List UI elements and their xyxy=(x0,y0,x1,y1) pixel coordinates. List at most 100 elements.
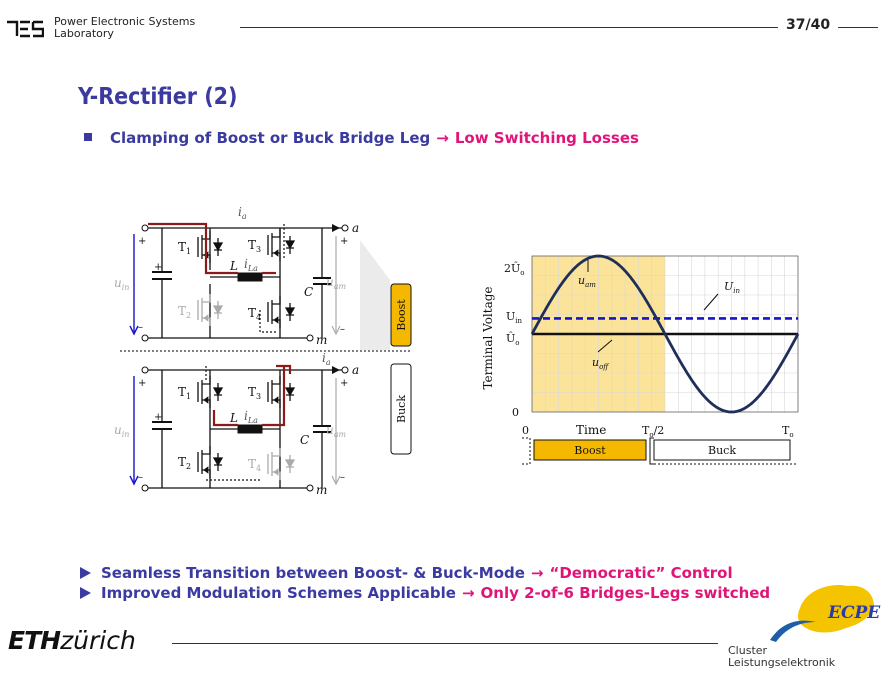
header-rule xyxy=(240,27,778,28)
svg-text:Buck: Buck xyxy=(395,395,408,423)
xtick-end: To xyxy=(782,424,794,439)
lab-name: Power Electronic Systems Laboratory xyxy=(54,16,195,40)
label-uin: Uin xyxy=(724,280,741,295)
bullet-clamping-result: Low Switching Losses xyxy=(454,129,639,147)
svg-text:T3: T3 xyxy=(248,385,261,401)
svg-text:iLa: iLa xyxy=(244,409,258,425)
svg-text:C: C xyxy=(304,285,313,299)
ytick-zero: 0 xyxy=(512,406,519,419)
svg-text:–: – xyxy=(138,472,143,483)
zoom-wedge xyxy=(360,240,390,350)
arrow-right-icon: → xyxy=(530,564,544,582)
svg-text:–: – xyxy=(138,322,143,333)
ytick-uo: Ûo xyxy=(506,331,520,347)
svg-text:+: + xyxy=(138,378,146,389)
svg-text:uam: uam xyxy=(326,275,347,291)
ytick-uin: Uin xyxy=(506,310,523,325)
arrow-right-icon: → xyxy=(461,584,475,602)
svg-text:–: – xyxy=(340,324,345,335)
lab-name-line1: Power Electronic Systems xyxy=(54,15,196,28)
boost-bar xyxy=(533,439,647,461)
svg-text:iLa: iLa xyxy=(244,257,258,273)
triangle-bullet-icon xyxy=(80,567,91,579)
cluster-line2: Leistungselektronik xyxy=(728,656,836,669)
page-number: 37/40 xyxy=(786,17,831,33)
bullet-clamping-text: Clamping of Boost or Buck Bridge Leg xyxy=(110,129,431,147)
circuit-top xyxy=(129,222,349,342)
bullet-seamless: Seamless Transition between Boost- & Buc… xyxy=(80,563,770,583)
svg-text:+: + xyxy=(340,378,348,389)
svg-text:L: L xyxy=(229,411,238,425)
y-axis-label: Terminal Voltage xyxy=(481,286,495,389)
svg-text:ia: ia xyxy=(238,205,247,221)
eth-logo-rest: zürich xyxy=(60,626,136,655)
arrow-right-icon: → xyxy=(436,129,449,147)
label-uoff: uoff xyxy=(592,356,609,371)
svg-text:+: + xyxy=(340,236,348,247)
svg-text:T2: T2 xyxy=(178,304,191,320)
cluster-line1: Cluster xyxy=(728,644,768,657)
mode-bar: Boost Buck xyxy=(522,437,796,465)
svg-text:Boost: Boost xyxy=(395,299,408,331)
buck-bar-label: Buck xyxy=(708,444,736,457)
cluster-swoosh-icon xyxy=(770,620,816,642)
svg-text:m: m xyxy=(316,333,327,347)
bullet-modulation-text: Improved Modulation Schemes Applicable xyxy=(101,584,456,602)
circuit-diagram: ia L iLa C a m uin uam T1 T2 T3 T4 + + –… xyxy=(114,205,412,497)
svg-text:T3: T3 xyxy=(248,238,261,254)
label-uam: uam xyxy=(578,274,596,289)
svg-text:a: a xyxy=(352,221,359,235)
europe-map-icon xyxy=(798,584,874,633)
svg-text:a: a xyxy=(352,363,359,377)
terminal-voltage-plot: Terminal Voltage 2Ûo Uin Ûo 0 0 Time To/… xyxy=(481,254,800,465)
bullet-seamless-result: “Democratic” Control xyxy=(549,564,733,582)
buck-bar xyxy=(653,439,791,461)
svg-text:+: + xyxy=(154,262,162,273)
svg-text:T4: T4 xyxy=(248,457,261,473)
ecpe-logo-text: ECPE xyxy=(827,603,881,623)
bullet-clamping: Clamping of Boost or Buck Bridge Leg → Low… xyxy=(84,129,639,147)
eth-logo: ETHzürich xyxy=(8,626,136,655)
svg-text:C: C xyxy=(300,433,309,447)
svg-text:+: + xyxy=(138,236,146,247)
svg-text:T1: T1 xyxy=(178,385,191,401)
svg-text:m: m xyxy=(316,483,327,497)
ecpe-logo: ECPE xyxy=(770,584,881,642)
svg-text:uam: uam xyxy=(326,423,347,439)
series-uam-curve xyxy=(530,254,800,414)
lab-name-line2: Laboratory xyxy=(54,27,114,40)
buck-mode-box: Buck xyxy=(390,363,412,455)
svg-text:uin: uin xyxy=(114,423,129,439)
eth-logo-bold: ETH xyxy=(8,626,61,655)
summary-bullets: Seamless Transition between Boost- & Buc… xyxy=(80,563,770,603)
svg-text:ia: ia xyxy=(322,351,331,367)
bullet-modulation: Improved Modulation Schemes Applicable → O… xyxy=(80,583,770,603)
bullet-seamless-text: Seamless Transition between Boost- & Buc… xyxy=(101,564,525,582)
svg-text:T4: T4 xyxy=(248,306,261,322)
boost-mode-box: Boost xyxy=(390,283,412,347)
xtick-half: To/2 xyxy=(642,424,664,439)
svg-text:T1: T1 xyxy=(178,240,191,256)
label-uoff-pointer xyxy=(597,339,613,353)
svg-text:T2: T2 xyxy=(178,455,191,471)
svg-text:L: L xyxy=(229,259,238,273)
pes-logo xyxy=(7,20,44,38)
square-bullet-icon xyxy=(84,133,92,141)
circuit-bottom-labels: ia L iLa C a m uin uam T1 T2 T3 T4 + + –… xyxy=(114,351,359,497)
circuit-top-labels: ia L iLa C a m uin uam T1 T2 T3 T4 + + –… xyxy=(114,205,359,347)
xtick-zero: 0 xyxy=(522,424,529,437)
svg-text:uin: uin xyxy=(114,276,129,292)
slide-title: Y-Rectifier (2) xyxy=(78,84,238,110)
svg-text:–: – xyxy=(340,472,345,483)
ytick-2uo: 2Ûo xyxy=(504,261,525,277)
header-rule-right xyxy=(838,27,878,28)
plot-body xyxy=(530,254,800,414)
boost-bar-label: Boost xyxy=(574,444,606,457)
footer-rule xyxy=(172,643,718,644)
svg-text:+: + xyxy=(154,412,162,423)
cluster-logo-text: Cluster Leistungselektronik xyxy=(728,645,835,669)
circuit-bottom xyxy=(129,364,349,492)
bullet-modulation-result: Only 2-of-6 Bridges-Legs switched xyxy=(480,584,771,602)
x-axis-label: Time xyxy=(576,423,606,437)
triangle-bullet-icon xyxy=(80,587,91,599)
